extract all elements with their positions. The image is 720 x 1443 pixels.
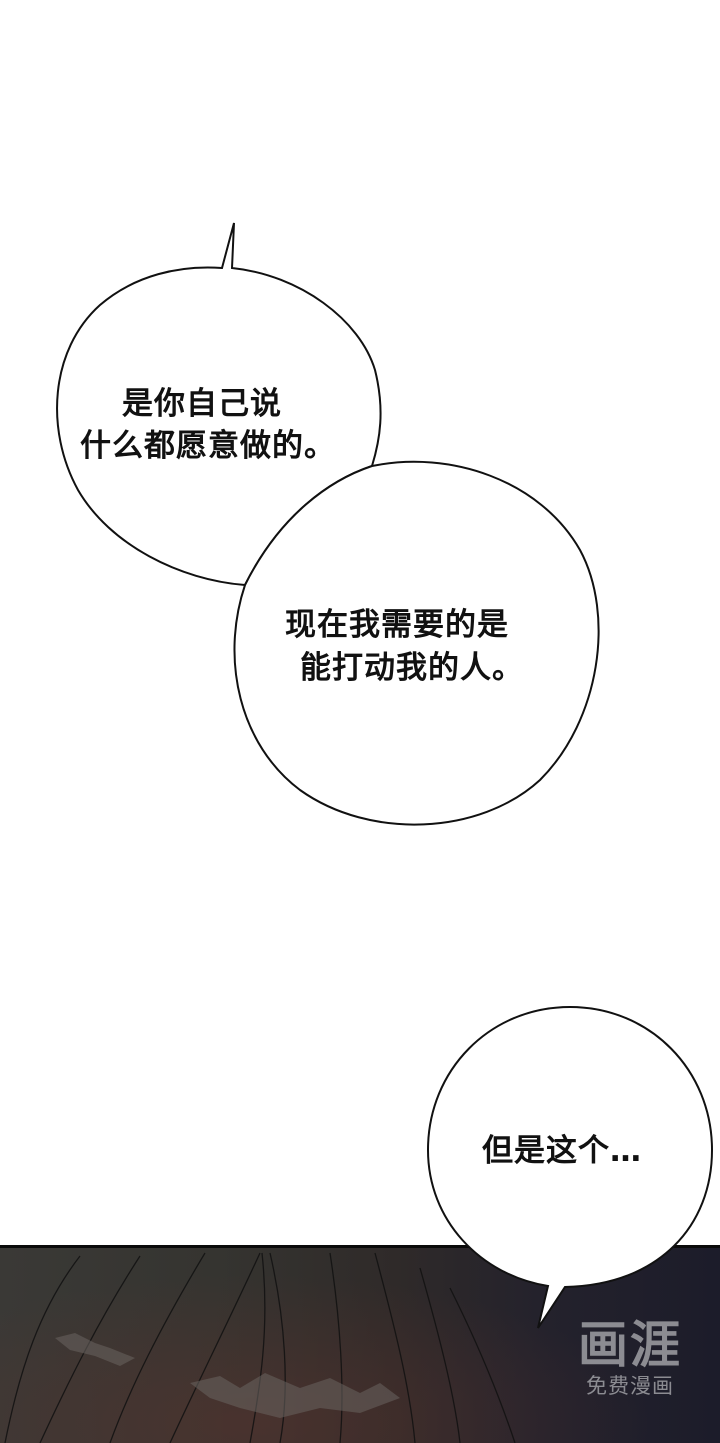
bubble-2-line-1: 现在我需要的是: [285, 607, 509, 643]
watermark-tagline: 免费漫画: [586, 1374, 674, 1398]
speech-bubble-2: [233, 460, 600, 826]
bubble-3-line-1: 但是这个…: [482, 1133, 642, 1169]
watermark-brand: 画涯: [578, 1316, 682, 1374]
hair-strands-art: [4, 1252, 516, 1443]
bubble-1-line-1: 是你自己说: [122, 386, 282, 422]
speech-bubble-3: [426, 1005, 714, 1329]
bubble-1-line-2: 什么都愿意做的。: [80, 428, 336, 464]
watermark: 画涯 免费漫画: [568, 1318, 692, 1400]
bubble-2-line-2: 能打动我的人。: [300, 650, 524, 686]
